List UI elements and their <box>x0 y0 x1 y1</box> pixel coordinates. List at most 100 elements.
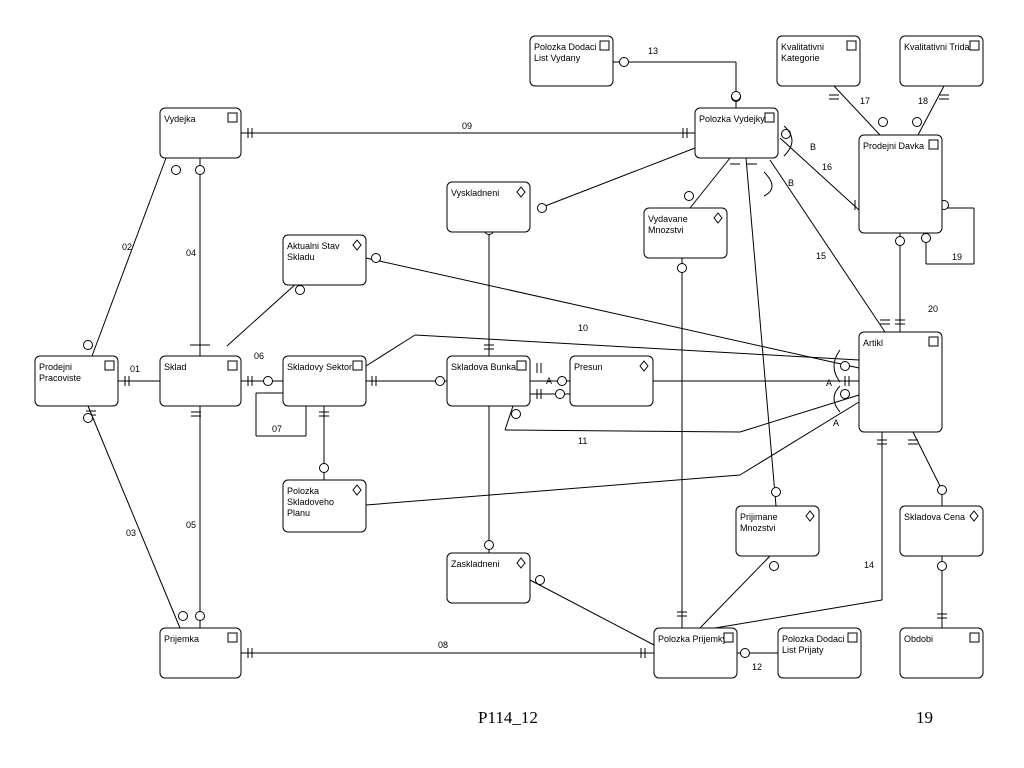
entity-label: Skladovy Sektor <box>287 362 352 372</box>
entity-artikl[interactable]: Artikl <box>858 331 943 433</box>
entity-skladovy-sektor[interactable]: Skladovy Sektor <box>282 355 367 407</box>
relationship-number: 05 <box>186 520 196 530</box>
entity-vydejka[interactable]: Vydejka <box>159 107 242 159</box>
entity-box <box>446 181 531 233</box>
relationship-number: 18 <box>918 96 928 106</box>
entity-label: Polozka Vydejky <box>699 114 765 124</box>
entity-box <box>899 505 984 557</box>
optional-circle <box>511 409 521 419</box>
optional-circle <box>840 389 850 399</box>
relationship-line <box>504 405 514 431</box>
optional-circle <box>83 340 93 350</box>
optional-circle <box>484 540 494 550</box>
exclusive-arc <box>833 349 841 383</box>
entity-label: Vydavane <box>648 214 688 224</box>
entity-prijemka[interactable]: Prijemka <box>159 627 242 679</box>
entity-label: Kategorie <box>781 53 820 63</box>
entity-label: List Prijaty <box>782 645 824 655</box>
entity-label: Aktualni Stav <box>287 241 340 251</box>
entity-box <box>777 627 862 679</box>
entity-label: List Vydany <box>534 53 581 63</box>
entity-diamond-icon <box>352 484 362 496</box>
entity-box <box>569 355 654 407</box>
relationship-line <box>87 405 181 629</box>
relationship-line <box>539 147 696 209</box>
entity-label: Skladoveho <box>287 497 334 507</box>
entity-diamond-icon <box>713 212 723 224</box>
entity-diamond-icon <box>516 186 526 198</box>
entity-label: Polozka Prijemky <box>658 634 728 644</box>
relationship-number: 16 <box>822 162 832 172</box>
entity-label: Polozka <box>287 486 319 496</box>
entity-label: Sklad <box>164 362 187 372</box>
entity-label: Kvalitativni Trida <box>904 42 970 52</box>
entity-square-icon <box>516 360 527 371</box>
relationship-line <box>779 137 860 211</box>
optional-circle <box>263 376 273 386</box>
relationship-line <box>365 474 741 506</box>
relationship-number: 14 <box>864 560 874 570</box>
optional-circle <box>677 263 687 273</box>
entity-polozka-prijemky[interactable]: Polozka Prijemky <box>653 627 738 679</box>
entity-skladova-bunka[interactable]: Skladova Bunka <box>446 355 531 407</box>
entity-kvalitativni-trida[interactable]: Kvalitativni Trida <box>899 35 984 87</box>
entity-sklad[interactable]: Sklad <box>159 355 242 407</box>
entity-box <box>735 505 820 557</box>
entity-square-icon <box>227 360 238 371</box>
entity-square-icon <box>723 632 734 643</box>
entity-box <box>858 134 943 234</box>
relationship-line <box>739 401 860 476</box>
optional-circle <box>435 376 445 386</box>
relationship-line <box>226 281 299 347</box>
entity-skladova-cena[interactable]: Skladova Cena <box>899 505 984 557</box>
entity-box <box>776 35 861 87</box>
optional-circle <box>195 611 205 621</box>
relationship-line <box>833 85 881 136</box>
entity-vyskladneni[interactable]: Vyskladneni <box>446 181 531 233</box>
arc-label: A <box>833 418 839 428</box>
relationship-lines <box>83 57 975 658</box>
entity-presun[interactable]: Presun <box>569 355 654 407</box>
entity-square-icon <box>969 632 980 643</box>
optional-circle <box>178 611 188 621</box>
optional-circle <box>684 191 694 201</box>
relationship-number: 15 <box>816 251 826 261</box>
entity-label: Prodejni <box>39 362 72 372</box>
relationship-number: 13 <box>648 46 658 56</box>
entity-label: Zaskladneni <box>451 559 500 569</box>
optional-circle <box>740 648 750 658</box>
relationship-number: 10 <box>578 323 588 333</box>
entity-label: Polozka Dodaci <box>534 42 597 52</box>
entity-diamond-icon <box>639 360 649 372</box>
optional-circle <box>937 485 947 495</box>
entity-diamond-icon <box>352 239 362 251</box>
relationship-number: 07 <box>272 424 282 434</box>
optional-circle <box>878 117 888 127</box>
optional-circle <box>937 561 947 571</box>
relationship-line <box>745 157 777 507</box>
entity-zaskladneni[interactable]: Zaskladneni <box>446 552 531 604</box>
footer-title: P114_12 <box>478 708 538 727</box>
entity-box <box>282 355 367 407</box>
relationship-line <box>714 599 883 629</box>
entity-square-icon <box>227 112 238 123</box>
relationship-number: 03 <box>126 528 136 538</box>
relationship-number: 04 <box>186 248 196 258</box>
entity-prodejni-davka[interactable]: Prodejni Davka <box>858 134 943 234</box>
entity-obdobi[interactable]: Obdobi <box>899 627 984 679</box>
entity-polozka-vydejky[interactable]: Polozka Vydejky <box>694 107 779 159</box>
entity-box <box>159 107 242 159</box>
entity-square-icon <box>599 40 610 51</box>
relationship-number: 06 <box>254 351 264 361</box>
